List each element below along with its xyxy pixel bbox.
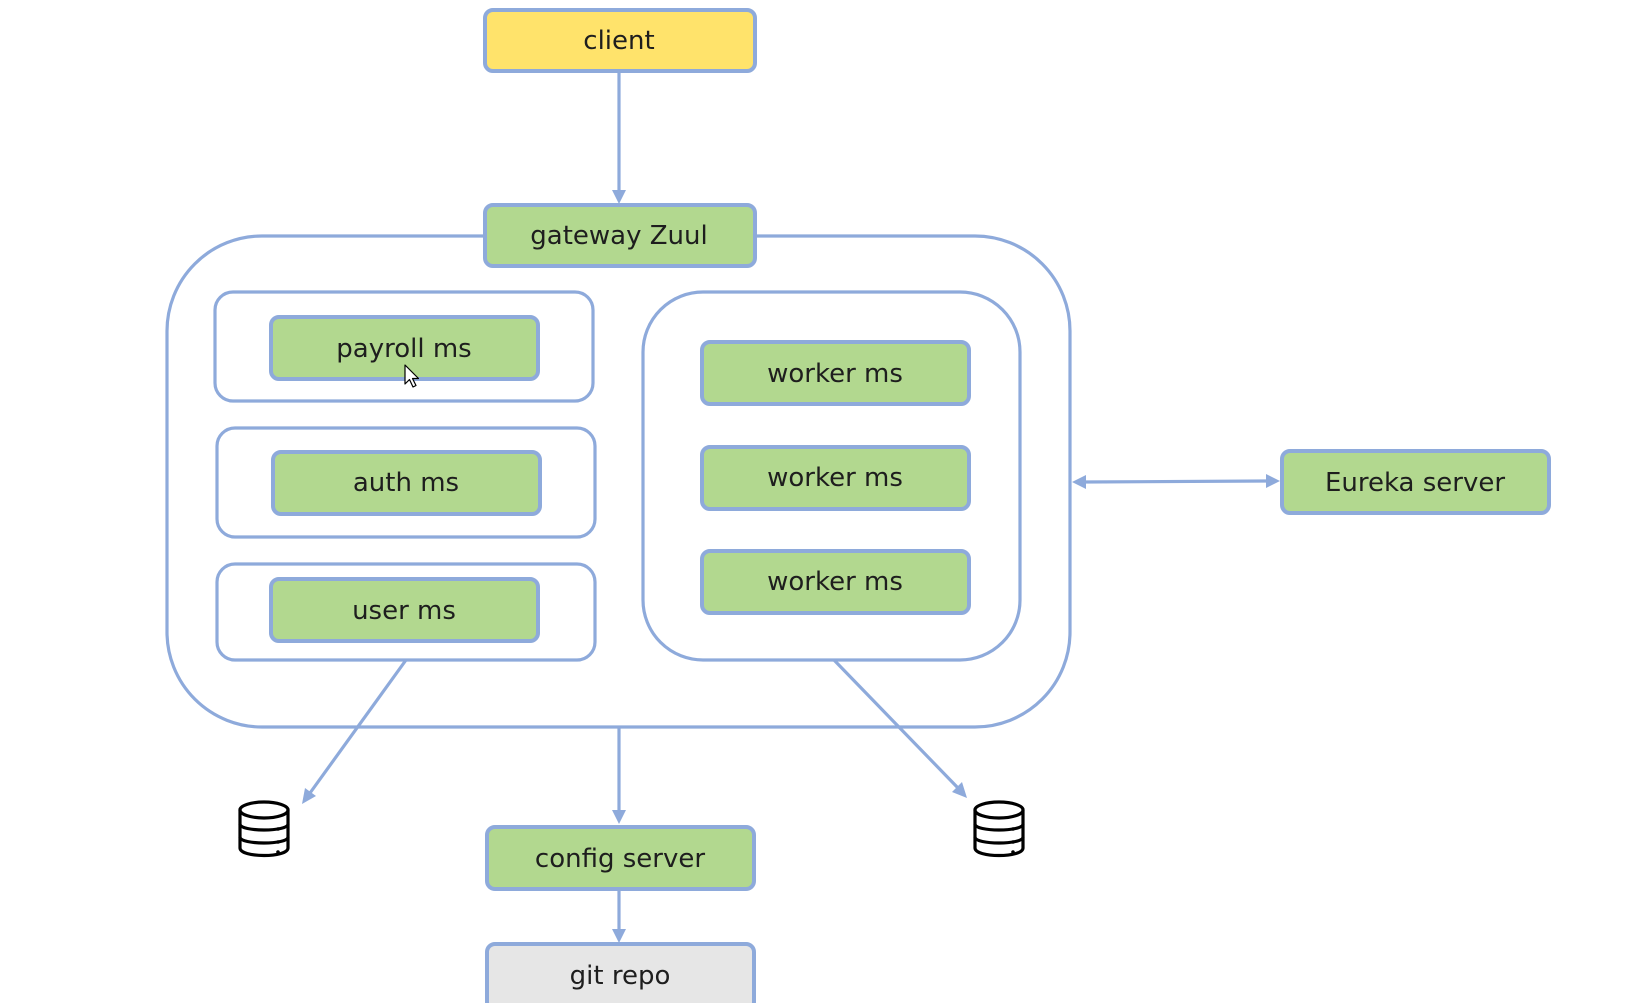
gateway-node[interactable]: gateway Zuul [483,203,757,268]
auth-ms-node-label: auth ms [353,468,459,498]
arrowhead [612,929,626,943]
arrowhead [612,810,626,824]
git-repo-node-box [485,942,756,1003]
worker-ms-node-box [700,549,971,615]
user-to-database-edge [308,659,408,794]
database-icon [238,800,290,858]
auth-ms-node-box [271,450,542,516]
worker-ms-node-label: worker ms [767,463,903,493]
worker-ms-node-1[interactable]: worker ms [700,340,971,406]
payroll-ms-node[interactable]: payroll ms [269,315,540,381]
arrowhead [1072,475,1086,489]
config-server-node-box [485,825,756,891]
eureka-server-node-box [1280,449,1551,515]
connectors [302,72,1280,943]
user-ms-node-box [269,577,540,643]
workers-to-database-edge [832,658,960,790]
cluster-eureka-edge [1083,479,1267,484]
client-node-box [483,8,757,73]
user-ms-node-label: user ms [352,596,456,626]
worker-ms-node-2[interactable]: worker ms [700,445,971,511]
gateway-node-label: gateway Zuul [530,221,707,251]
arrowhead [612,190,626,204]
database-icon [973,800,1025,858]
eureka-server-node-label: Eureka server [1325,468,1505,498]
config-server-node[interactable]: config server [485,825,756,891]
worker-ms-node-label: worker ms [767,359,903,389]
auth-ms-node[interactable]: auth ms [271,450,542,516]
mouse-pointer-icon [404,364,420,388]
eureka-server-node[interactable]: Eureka server [1280,449,1551,515]
git-repo-node-label: git repo [570,961,671,991]
worker-ms-node-3[interactable]: worker ms [700,549,971,615]
worker-ms-node-box [700,445,971,511]
worker-ms-node-label: worker ms [767,567,903,597]
arrowhead [1266,474,1280,488]
client-node-label: client [583,26,654,56]
config-server-node-label: config server [535,844,705,874]
git-repo-node[interactable]: git repo [485,942,756,1003]
worker-ms-node-box [700,340,971,406]
gateway-node-box [483,203,757,268]
user-ms-node[interactable]: user ms [269,577,540,643]
payroll-ms-node-label: payroll ms [336,334,471,364]
arrowhead [302,788,316,804]
client-node[interactable]: client [483,8,757,73]
arrowhead [952,782,967,798]
